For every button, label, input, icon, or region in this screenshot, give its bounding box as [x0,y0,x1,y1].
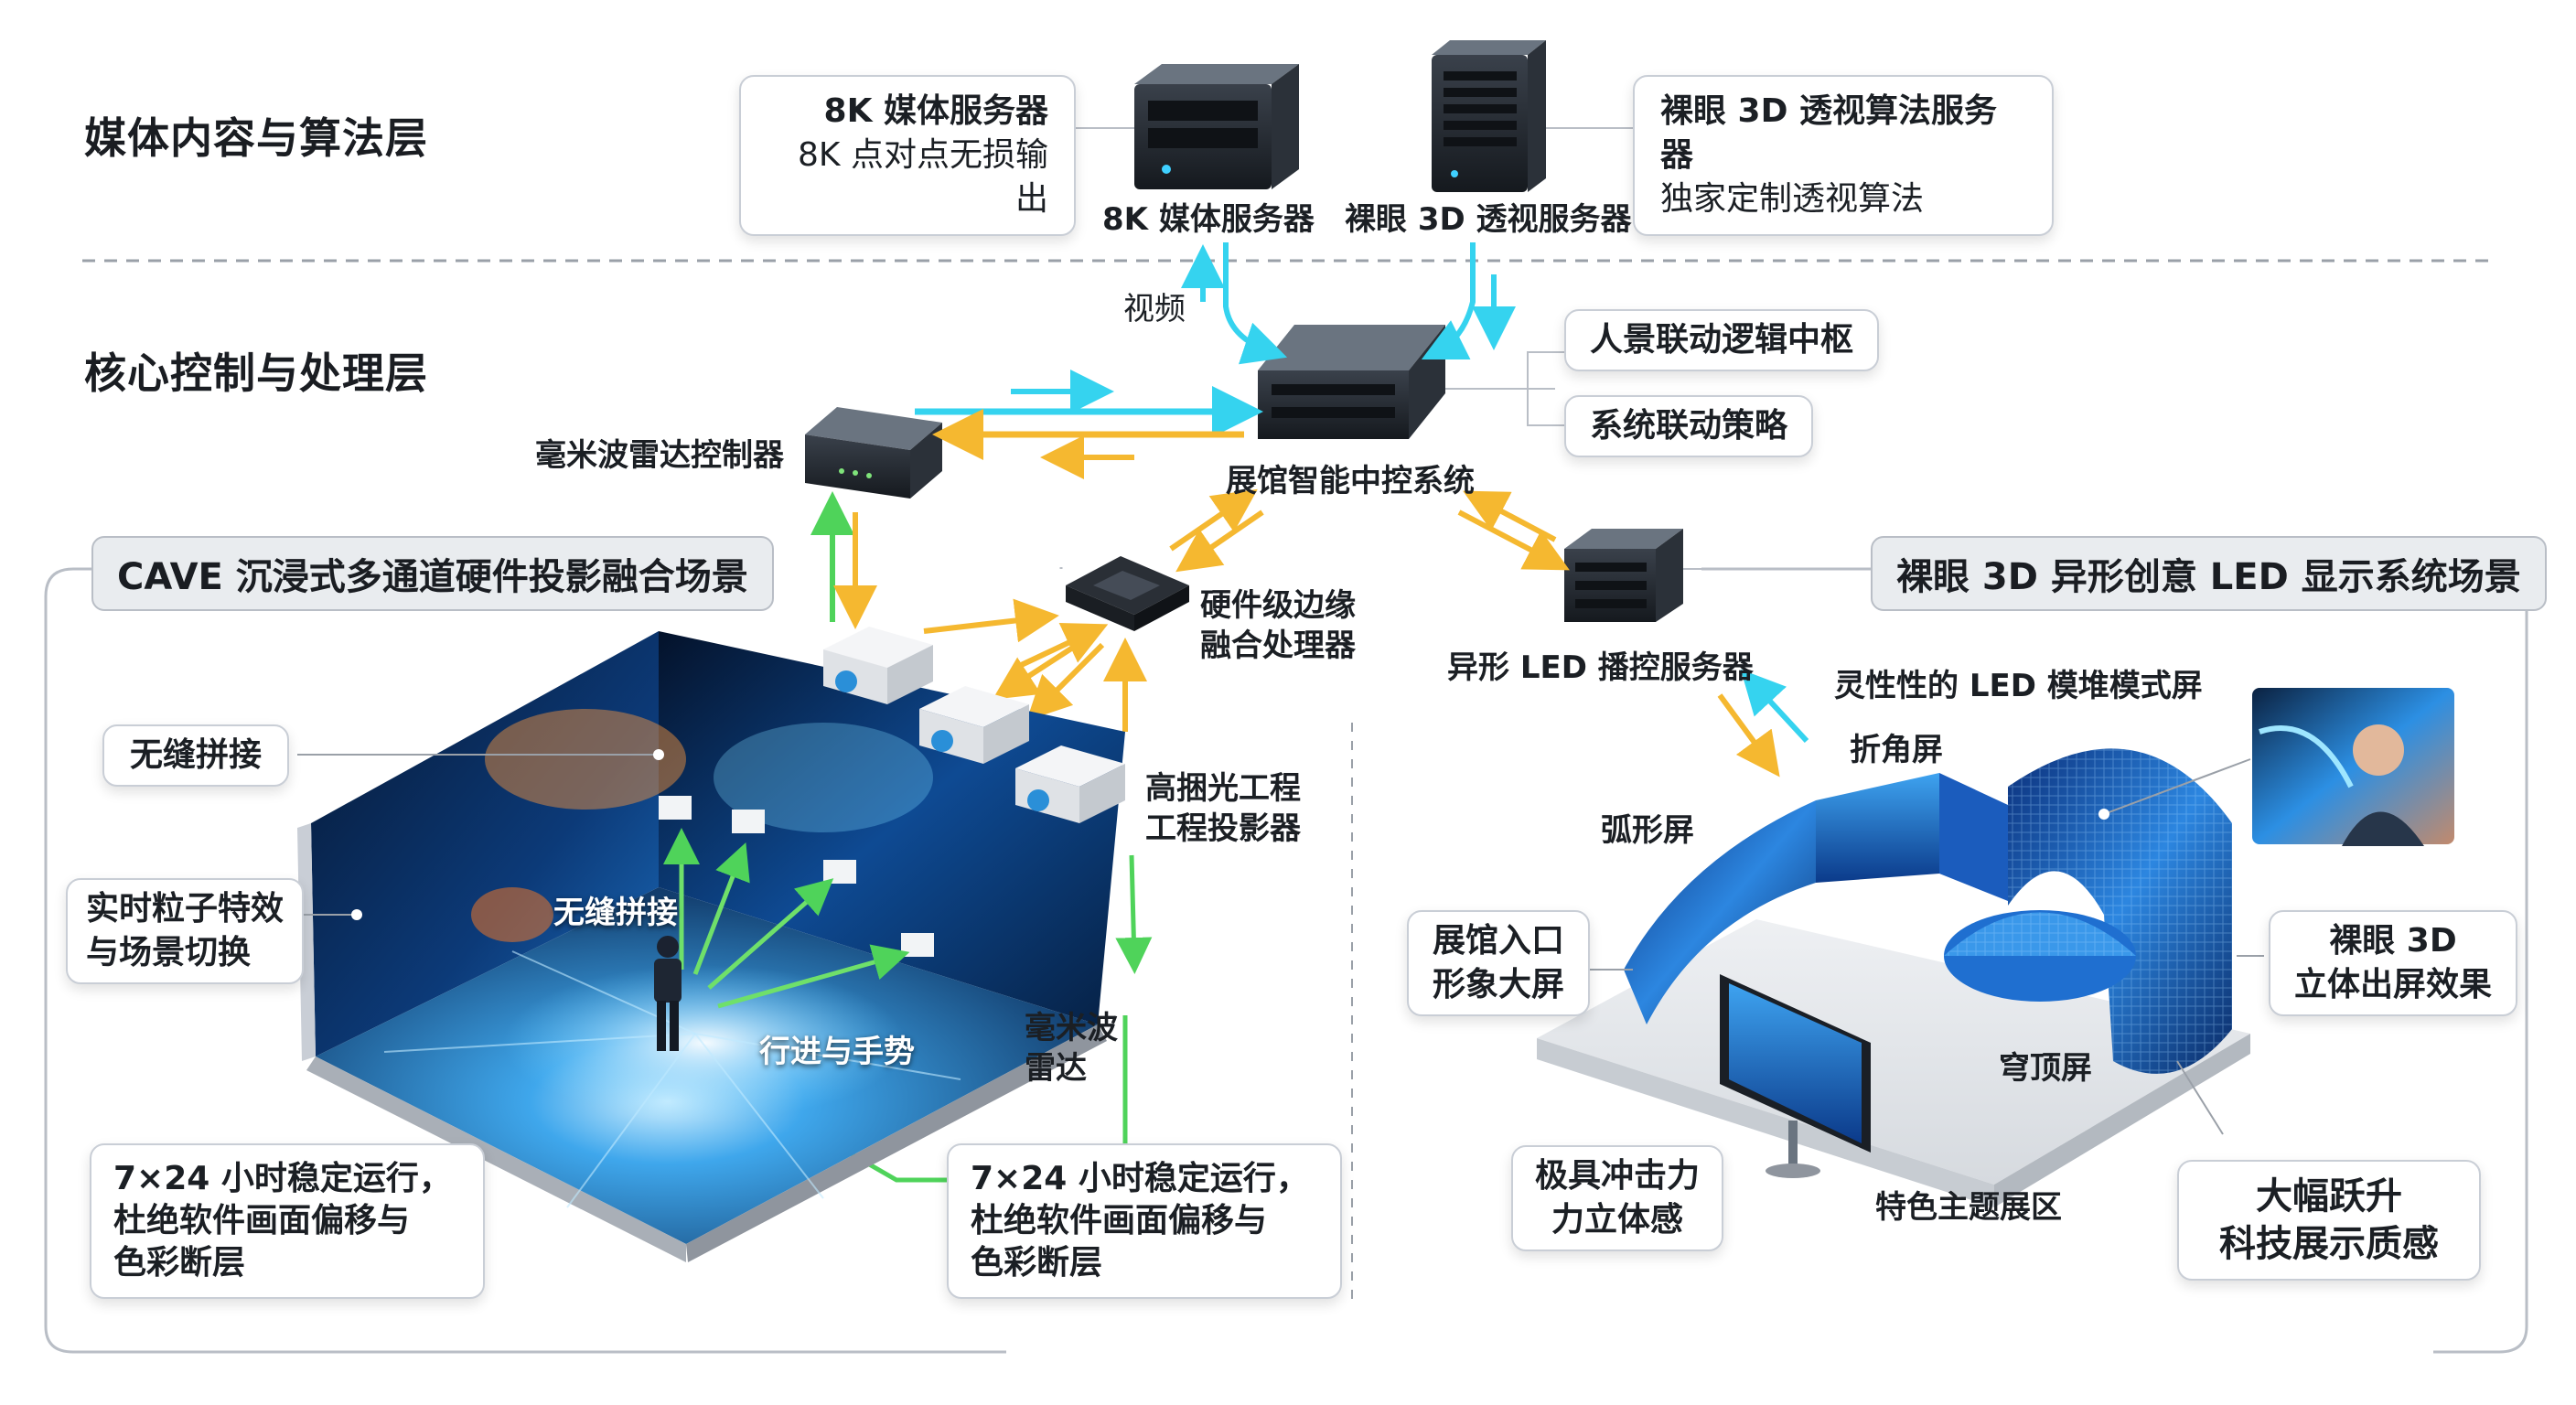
projector-label: 高捆光工程 工程投影器 [1145,770,1301,847]
arc-screen-label: 弧形屏 [1601,812,1694,849]
stable-callout-left: 7×24 小时稳定运行， 杜绝软件画面偏移与 色彩断层 [90,1143,485,1299]
entrance-screen [1720,974,1871,1178]
dome-screen-label: 穹顶屏 [1999,1050,2092,1087]
corner-screen-label: 折角屏 [1850,732,1943,768]
cave-section-title: CAVE 沉浸式多通道硬件投影融合场景 [91,536,774,611]
quality-callout: 大幅跃升 科技展示质感 [2177,1160,2481,1281]
stable-callout-right: 7×24 小时稳定运行， 杜绝软件画面偏移与 色彩断层 [947,1143,1342,1299]
hub-tag-strategy: 系统联动策略 [1564,395,1814,457]
projector-icons [823,627,1125,823]
seamless-callout: 无缝拼接 [102,724,290,787]
hub-label: 展馆智能中控系统 [1226,463,1475,499]
cave-left-wall [311,631,659,1056]
video-label: 视频 [1123,291,1186,327]
cave-room [297,631,1125,1262]
layer-title-core: 核心控制与处理层 [84,349,428,398]
dome-screen [1944,910,2136,1002]
impact-callout: 极具冲击力 力立体感 [1511,1145,1724,1251]
hub-tag-logic: 人景联动逻辑中枢 [1564,309,1880,371]
algo-server-label: 裸眼 3D 透视服务器 [1345,201,1632,238]
media-server-icon [1134,64,1299,189]
led-section-title: 裸眼 3D 异形创意 LED 显示系统场景 [1871,536,2547,611]
entrance-callout: 展馆入口 形象大屏 [1407,910,1591,1016]
media-server-callout: 8K 媒体服务器 8K 点对点无损输出 [739,75,1076,236]
cave-section-frame [44,567,1063,1354]
radar-controller-icon [805,407,942,499]
edge-processor-label: 硬件级边缘 融合处理器 [1200,587,1356,664]
radar-controller-label: 毫米波雷达控制器 [535,437,784,474]
corner-screen [1816,773,1939,883]
visitor-figure [654,936,682,1051]
led-server-label: 异形 LED 播控服务器 [1447,649,1754,686]
layer-title-media: 媒体内容与算法层 [84,113,428,163]
module-screen-label: 灵性性的 LED 模堆模式屏 [1834,668,2203,704]
naked-eye-callout: 裸眼 3D 立体出屏效果 [2269,910,2518,1016]
algo-callout-title: 裸眼 3D 透视算法服务器 [1660,92,1997,174]
inner-gesture-label: 行进与手势 [759,1034,915,1070]
media-callout-title: 8K 媒体服务器 [823,92,1048,130]
media-callout-desc: 8K 点对点无损输出 [798,136,1048,218]
algo-server-callout: 裸眼 3D 透视算法服务器 独家定制透视算法 [1633,75,2054,236]
naked-eye-portrait [2249,684,2458,848]
arc-screen [1624,800,1816,1024]
inner-seamless-label: 无缝拼接 [553,895,678,931]
theme-zone-label: 特色主题展区 [1875,1189,2062,1226]
edge-processor-icon [1066,556,1189,631]
media-server-label: 8K 媒体服务器 [1102,201,1315,238]
control-hub-icon [1258,325,1445,439]
algo-server-icon [1432,40,1546,192]
particles-callout: 实时粒子特效 与场景切换 [66,878,305,984]
algo-callout-desc: 独家定制透视算法 [1660,180,1925,218]
led-server-icon [1564,529,1683,622]
radar-label: 毫米波 雷达 [1025,1010,1118,1087]
